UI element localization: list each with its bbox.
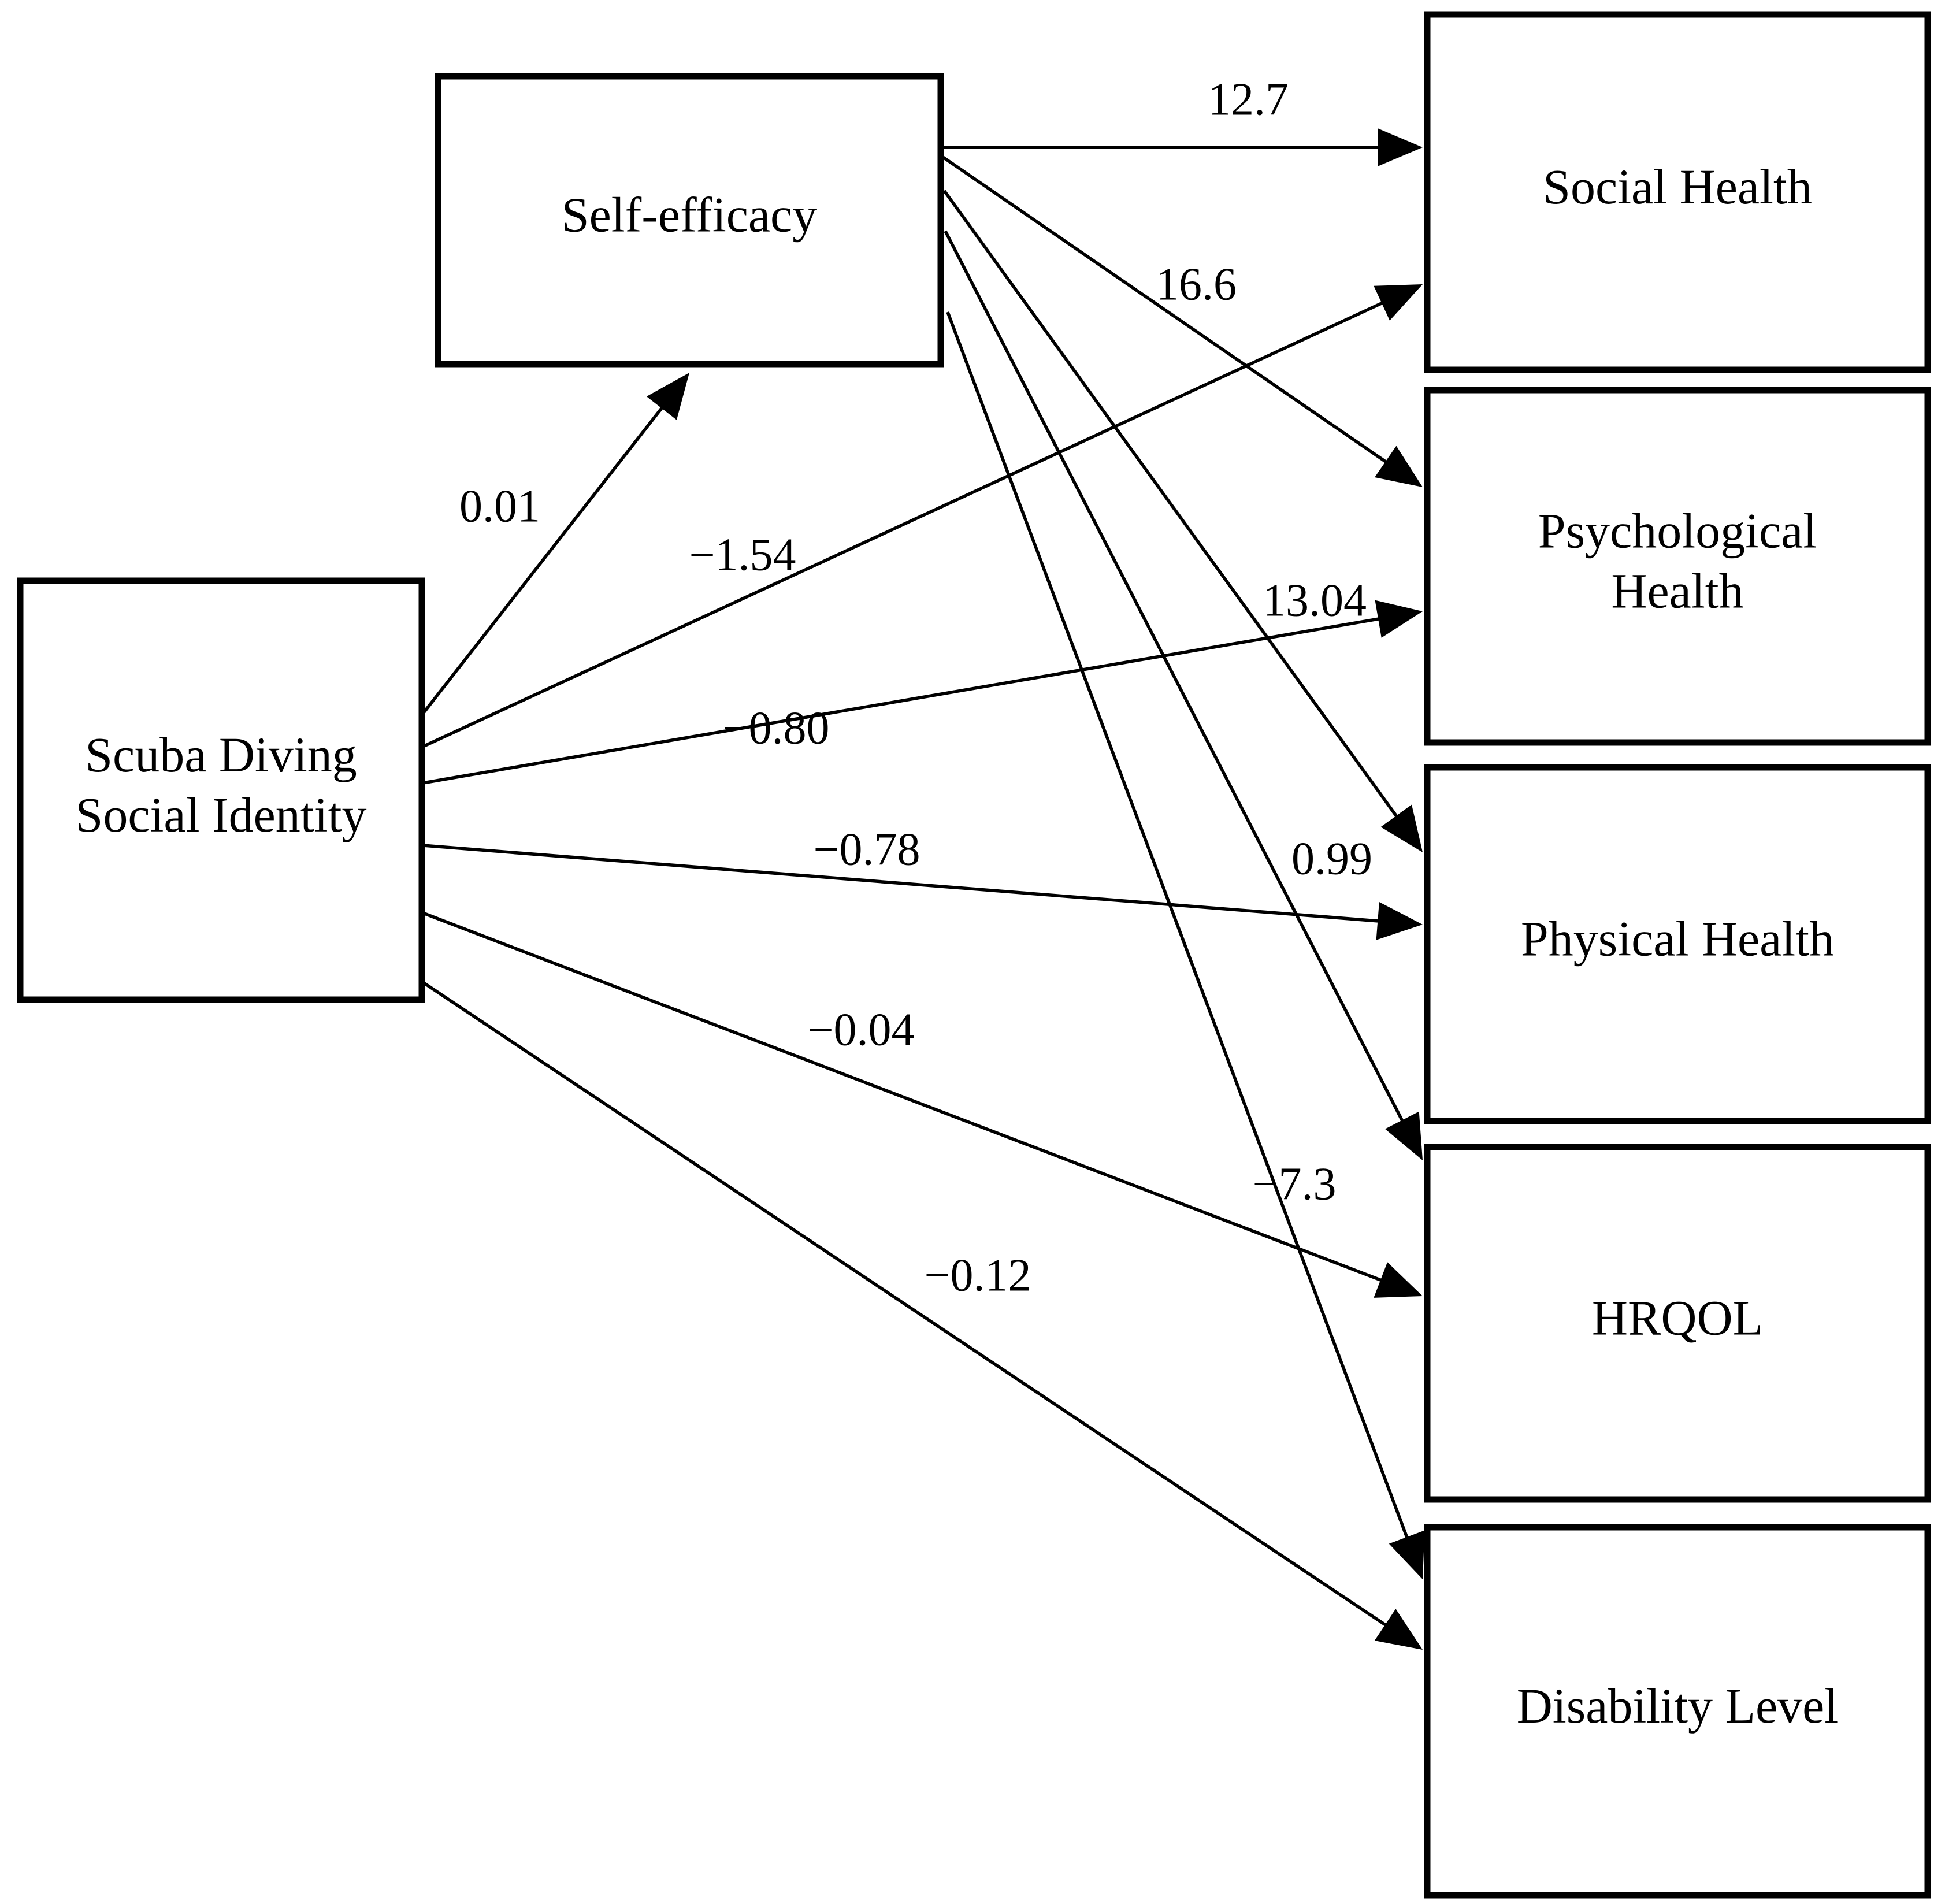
edge-line <box>942 190 1401 821</box>
edge-line <box>422 299 1387 748</box>
node-label: Psychological <box>1538 503 1817 559</box>
node-box[interactable] <box>1424 387 1931 746</box>
edge-coefficient-label: 16.6 <box>1156 259 1237 310</box>
edge-line <box>419 403 666 718</box>
edge-labels-layer: 0.01 16.6 13.04 −0.78 −0.04 −0.12 12.7 −1.54 −0.… <box>459 74 1372 1301</box>
node-label: Physical Health <box>1521 911 1834 967</box>
node-label: HRQOL <box>1592 1290 1763 1346</box>
edge-coefficient-label: −1.54 <box>689 529 796 580</box>
edge-e2 <box>422 284 1423 748</box>
edge-coefficient-label: 0.99 <box>1291 833 1372 884</box>
node-selfefficacy[interactable]: Self-efficacy <box>435 73 944 368</box>
edge-e6 <box>422 981 1423 1650</box>
edge-coefficient-label: −0.78 <box>813 824 920 875</box>
edge-arrowhead <box>1378 128 1423 166</box>
node-label: Self-efficacy <box>562 187 817 243</box>
edge-e10 <box>944 230 1423 1160</box>
edge-e9 <box>942 190 1423 852</box>
edge-arrowhead <box>1374 1609 1423 1650</box>
node-box[interactable] <box>1424 764 1931 1124</box>
edge-coefficient-label: −0.04 <box>807 1004 914 1055</box>
edge-coefficient-label: 13.04 <box>1263 575 1367 626</box>
node-label: Scuba Diving <box>85 727 357 782</box>
edge-arrowhead <box>1374 284 1423 321</box>
edge-e5 <box>422 911 1423 1298</box>
node-label-line2: Social Identity <box>76 787 367 842</box>
edge-arrowhead <box>1385 1111 1423 1160</box>
edge-line <box>422 617 1383 785</box>
node-disability[interactable]: Disability Level <box>1424 1524 1931 1899</box>
edge-e1 <box>419 373 689 718</box>
edge-line <box>422 844 1383 923</box>
edge-line <box>422 911 1386 1283</box>
edges-layer <box>419 128 1425 1650</box>
edge-arrowhead <box>646 373 689 420</box>
node-label-line2: Health <box>1611 563 1743 619</box>
edge-e4 <box>422 844 1423 940</box>
edge-coefficient-label: −0.12 <box>924 1250 1031 1301</box>
node-label: Social Health <box>1543 159 1812 214</box>
edge-e8 <box>942 155 1423 487</box>
edge-coefficient-label: 0.01 <box>459 481 540 532</box>
edge-line <box>944 230 1406 1125</box>
node-hrqol[interactable]: HRQOL <box>1424 1144 1931 1503</box>
node-box[interactable] <box>1424 1144 1931 1503</box>
node-label: Disability Level <box>1517 1678 1838 1734</box>
node-box[interactable] <box>1424 1524 1931 1899</box>
edge-arrowhead <box>1376 901 1423 940</box>
edge-e7 <box>942 128 1423 166</box>
edge-arrowhead <box>1389 1530 1425 1579</box>
node-box[interactable] <box>435 73 944 368</box>
node-box[interactable] <box>17 577 425 1003</box>
edge-e3 <box>422 600 1423 785</box>
edge-coefficient-label: −7.3 <box>1252 1159 1336 1209</box>
edge-e11 <box>946 311 1425 1579</box>
edge-coefficient-label: 12.7 <box>1208 74 1289 125</box>
edge-arrowhead <box>1375 600 1423 638</box>
edge-line <box>942 155 1390 466</box>
edge-coefficient-label: −0.80 <box>722 703 829 754</box>
edge-line <box>946 311 1411 1542</box>
node-box[interactable] <box>1424 11 1931 373</box>
node-social[interactable]: Social Health <box>1424 11 1931 373</box>
edge-arrowhead <box>1375 446 1423 487</box>
edge-arrowhead <box>1380 804 1423 852</box>
node-physical[interactable]: Physical Health <box>1424 764 1931 1124</box>
edge-line <box>422 981 1390 1629</box>
edge-arrowhead <box>1374 1262 1423 1298</box>
